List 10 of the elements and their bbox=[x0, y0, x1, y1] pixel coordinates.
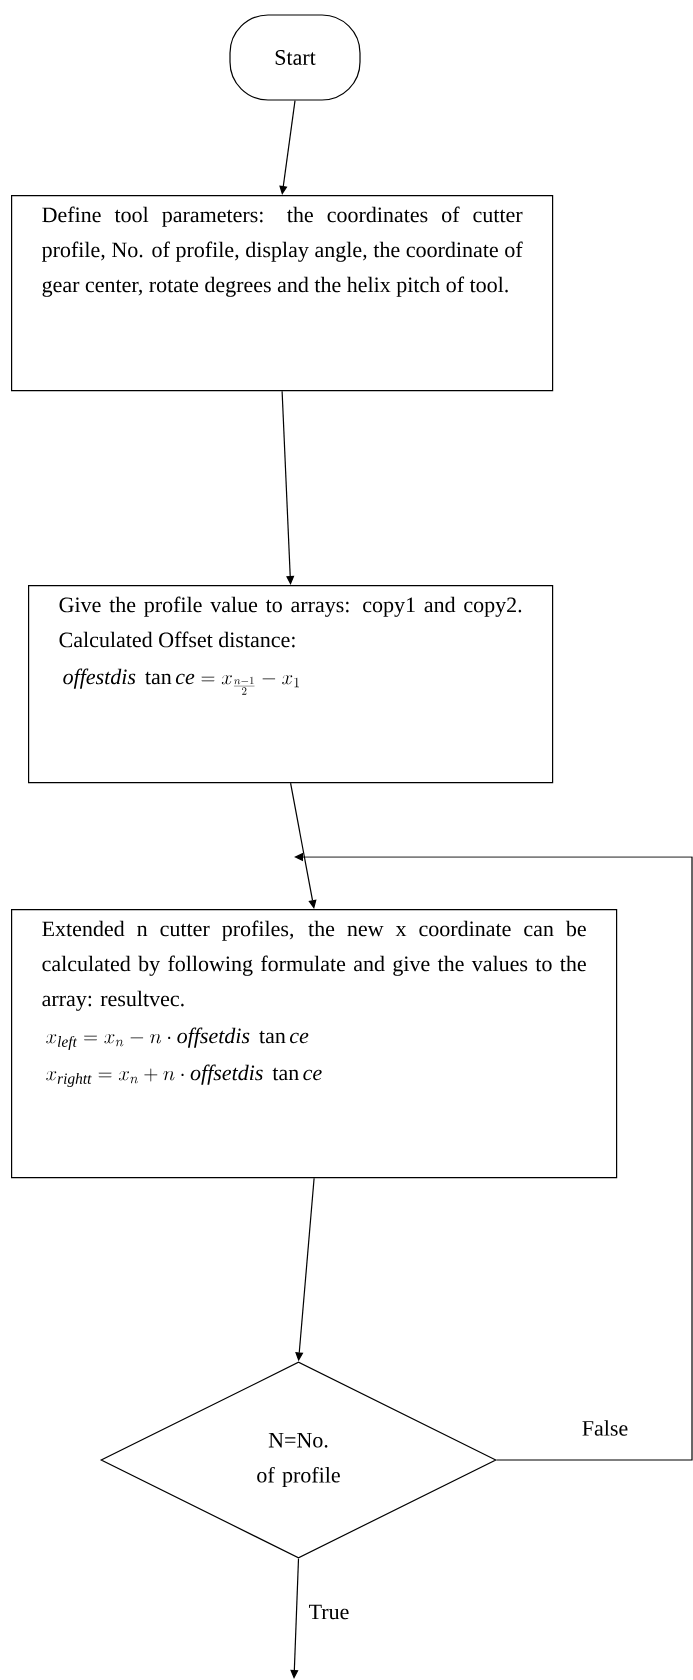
process-box: Give the profile value to arrays: copy1 and copy2. Calculated Offset distance: $\mathit{offestdis}\ \tan \mathit{ce} = x_{\frac{n-1}{2}} - x_1$ bbox=[28, 585, 554, 784]
arrow bbox=[290, 1558, 300, 1679]
edge-label: True bbox=[306, 1602, 352, 1622]
process-box: Define tool parameters: the coordinates of cutter profile, No. of profile, display angle, the coordinate of gear center, rotate degrees and the helix pitch of tool. bbox=[11, 195, 554, 392]
arrow bbox=[279, 100, 296, 195]
arrow bbox=[290, 782, 317, 909]
process-box: Extended n cutter profiles, the new x coordinate can be calculated by following formulate and give the values to the array: resultvec. $x_{\mathit{left}} = x_n - n \cdot \mathit{offsetdis}\ \tan \mathit{ce}$ $x_{\mathit{rightt}} = x_n + n \cdot \mathit{offsetdis}\ \tan \mathit{ce}$ bbox=[11, 909, 618, 1179]
start-terminal: Start bbox=[229, 14, 361, 101]
edge-label: False bbox=[579, 1418, 631, 1438]
arrow bbox=[281, 390, 295, 585]
